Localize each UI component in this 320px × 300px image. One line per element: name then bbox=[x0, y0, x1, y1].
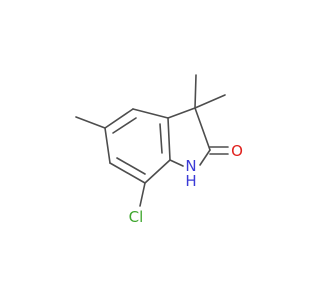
bond-n1-c7a bbox=[169, 159, 184, 167]
bond-c7-cl bbox=[139, 182, 146, 207]
atom-label-chlorine: Cl bbox=[129, 208, 144, 226]
atom-labels: Cl N H O bbox=[129, 142, 243, 226]
bond-c3a-c3 bbox=[167, 107, 196, 119]
bond-c3-methyl-upper bbox=[194, 74, 197, 109]
bond-c6-c7 bbox=[109, 162, 146, 184]
bond-c4-c5-inner bbox=[112, 117, 137, 134]
bond-c2-n1 bbox=[199, 149, 211, 166]
atom-label-oxygen: O bbox=[231, 142, 243, 160]
bond-c6-c7-inner bbox=[116, 157, 146, 175]
bond-c7-c7a bbox=[144, 159, 171, 184]
bond-c5-c6 bbox=[104, 127, 111, 164]
bond-c7a-c3a bbox=[167, 117, 171, 161]
bond-c4-c5 bbox=[104, 108, 134, 129]
bonds bbox=[75, 74, 229, 207]
bond-c3-methyl-right bbox=[194, 94, 226, 109]
bond-c7a-c3a-inner bbox=[159, 123, 163, 154]
bond-c3-c2 bbox=[194, 107, 211, 151]
bond-c5-methyl bbox=[75, 116, 106, 129]
molecule-structure: Cl N H O bbox=[75, 74, 243, 226]
atom-label-nitrogen: N bbox=[185, 157, 196, 175]
bond-c3a-c4 bbox=[132, 108, 169, 119]
atom-label-hydrogen: H bbox=[185, 172, 196, 190]
